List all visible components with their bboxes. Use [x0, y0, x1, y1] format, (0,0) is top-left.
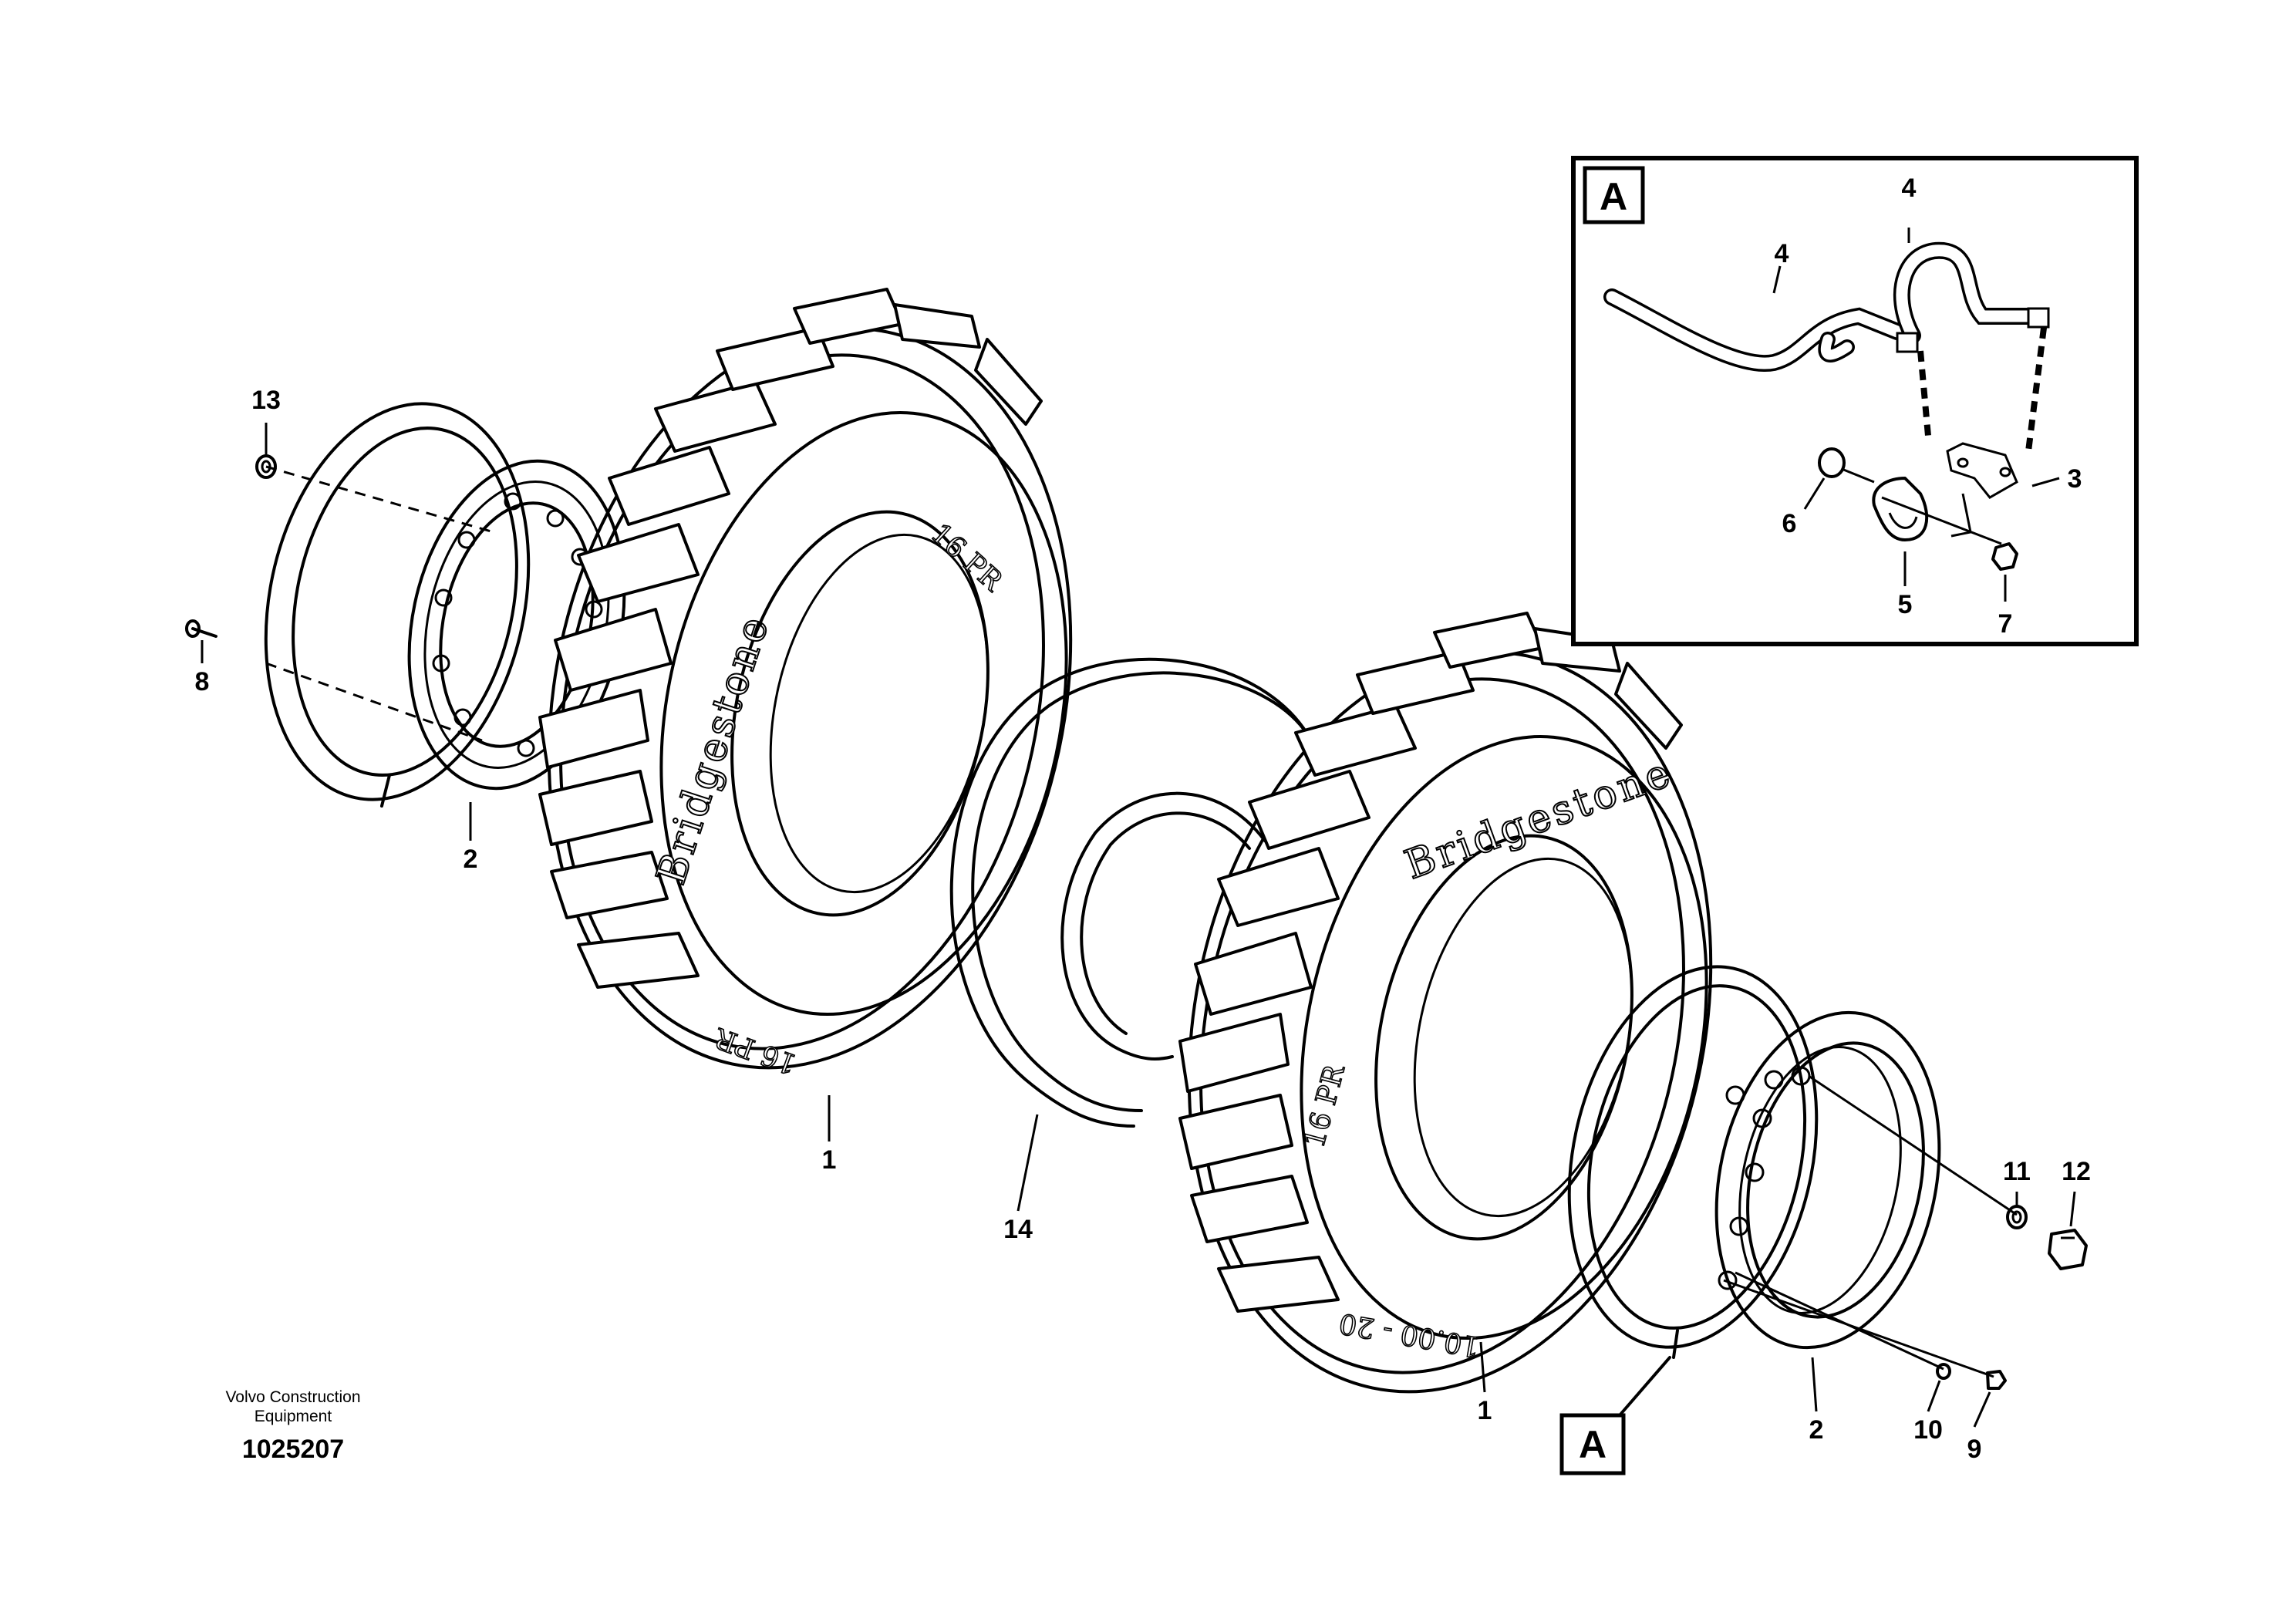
detail-marker-letter: A [1579, 1423, 1607, 1466]
inset-detail-a: A [1571, 156, 2139, 646]
footer-block: Volvo Construction Equipment 1025207 [225, 1388, 360, 1464]
inset-label-6: 6 [1782, 509, 1797, 538]
label-1-left: 1 [822, 1145, 837, 1175]
part-11-washer [2006, 1205, 2028, 1229]
right-rim-bolt-holes [1718, 1066, 1811, 1290]
label-9: 9 [1967, 1435, 1982, 1464]
label-1-right: 1 [1478, 1396, 1492, 1425]
inset-nut-7 [1991, 542, 2018, 571]
inset-hoses [1603, 241, 2050, 373]
part-13-washer [255, 454, 277, 479]
right-tyre-tread [1178, 612, 1683, 1313]
part-12-nut [2048, 1229, 2088, 1270]
company-name-line2: Equipment [255, 1408, 332, 1425]
label-12: 12 [2062, 1157, 2091, 1186]
inset-label-5: 5 [1898, 590, 1913, 619]
left-tyre-tread [538, 288, 1043, 989]
left-tyre-ply-top: 16 PR [925, 518, 1009, 598]
inset-label-3: 3 [2068, 464, 2082, 494]
label-13: 13 [251, 386, 281, 415]
left-tyre: Bridgestone 16 PR 16 PR [538, 288, 1073, 1081]
part-8-valve [185, 619, 217, 638]
label-11: 11 [2003, 1157, 2031, 1186]
label-10: 10 [1913, 1415, 1943, 1445]
tube-flap [949, 657, 1313, 1128]
label-14: 14 [1003, 1215, 1033, 1244]
company-name-line1: Volvo Construction [225, 1388, 360, 1406]
inset-label-4b: 4 [1775, 239, 1789, 268]
left-tyre-ply-bottom: 16 PR [710, 1021, 801, 1080]
right-tyre-ply: 16 PR [1299, 1061, 1351, 1151]
right-tyre-brand: Bridgestone [1399, 749, 1679, 889]
detail-marker-a: A [1559, 1413, 1626, 1475]
right-tyre: Bridgestone 16 PR 10.00 - 20 [1178, 612, 1713, 1394]
label-2-left: 2 [464, 845, 478, 874]
part-10-washer [1936, 1363, 1951, 1380]
inset-label-4a: 4 [1902, 174, 1917, 203]
right-tyre-size: 10.00 - 20 [1337, 1307, 1482, 1362]
label-2-right: 2 [1809, 1415, 1824, 1445]
inset-marker-letter: A [1600, 175, 1627, 218]
drawing-number: 1025207 [242, 1435, 344, 1464]
label-8: 8 [195, 667, 210, 696]
part-9-nut [1986, 1370, 2007, 1390]
right-rim [1567, 965, 2018, 1378]
inset-clamp-5 [1872, 477, 1929, 541]
inset-bolt-6 [1818, 447, 1875, 484]
inset-label-7: 7 [1998, 609, 2013, 639]
leader-lines [201, 423, 2076, 1428]
